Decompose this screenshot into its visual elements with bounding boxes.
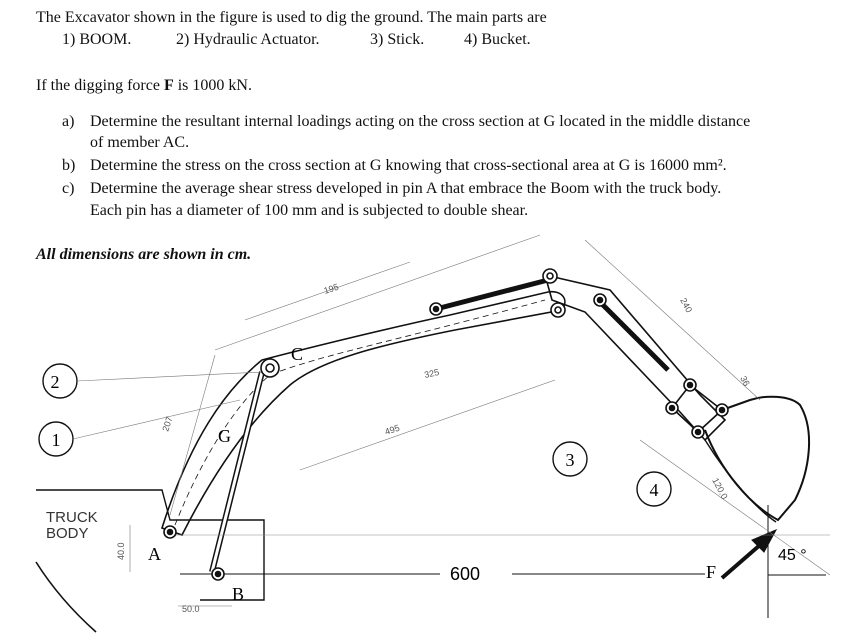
stick-cylinder	[596, 298, 670, 372]
dim-195: 195	[323, 282, 340, 296]
stick-member	[543, 273, 727, 442]
intro-line: The Excavator shown in the figure is use…	[36, 9, 547, 26]
label-a: A	[148, 544, 161, 564]
bucket-inner	[704, 439, 777, 523]
label-600: 600	[450, 564, 480, 584]
label-truck: TRUCK	[46, 509, 98, 526]
question-b-label: b)	[62, 157, 76, 174]
callout-label-2: 2	[51, 372, 60, 392]
dim-325: 325	[423, 367, 440, 380]
label-angle: 45 °	[778, 547, 807, 564]
truck-body-outline	[36, 489, 265, 601]
leader-1	[72, 399, 241, 440]
question-a-text: Determine the resultant internal loading…	[90, 113, 751, 130]
dim-36: 36	[738, 374, 752, 388]
label-c: C	[291, 344, 303, 364]
question-a-text-cont: of member AC.	[90, 134, 190, 151]
dim-line-top	[214, 234, 541, 351]
label-b: B	[232, 584, 244, 604]
leader-2	[76, 371, 263, 382]
dim-line-207	[169, 354, 216, 516]
truck-body-curve	[35, 561, 97, 633]
label-g: G	[218, 426, 231, 446]
callout-circle-4	[636, 471, 672, 507]
boom-cylinder	[435, 277, 549, 312]
callout-label-3: 3	[566, 450, 575, 470]
dim-50: 50.0	[182, 604, 200, 614]
part-bucket: 4) Bucket.	[464, 31, 531, 48]
dim-40: 40.0	[116, 542, 126, 560]
callout-label-1: 1	[52, 430, 61, 450]
label-body: BODY	[46, 525, 89, 542]
callout-circle-3	[552, 441, 588, 477]
dim-240: 240	[678, 296, 694, 314]
dim-495: 495	[384, 423, 401, 437]
dim-line-195	[244, 261, 411, 321]
part-boom: 1) BOOM.	[62, 31, 132, 48]
dim-line-240	[584, 239, 761, 401]
part-actuator: 2) Hydraulic Actuator.	[176, 31, 320, 48]
boom-member	[161, 290, 566, 536]
callout-circle-2	[42, 363, 78, 399]
label-f: F	[706, 562, 716, 582]
dimensions-note: All dimensions are shown in cm.	[36, 246, 252, 263]
part-stick: 3) Stick.	[370, 31, 425, 48]
callout-label-4: 4	[650, 480, 659, 500]
question-c-label: c)	[62, 180, 75, 197]
dim-line-495	[299, 379, 556, 471]
dim-line-120	[639, 439, 831, 576]
question-c-text: Determine the average shear stress devel…	[90, 180, 722, 197]
dim-120: 120.0	[710, 476, 729, 501]
actuator-inner	[210, 371, 264, 573]
question-c-text-cont: Each pin has a diameter of 100 mm and is…	[90, 202, 529, 219]
dim-207: 207	[160, 415, 174, 432]
question-a-label: a)	[62, 113, 75, 130]
force-statement: If the digging force F is 1000 kN.	[36, 77, 252, 94]
question-b-text: Determine the stress on the cross sectio…	[90, 157, 727, 174]
